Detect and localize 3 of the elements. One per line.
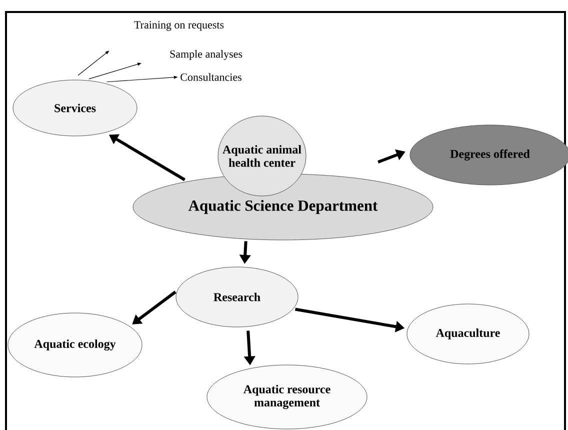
service-text: Training on requests bbox=[134, 21, 224, 31]
service-text: Sample analyses bbox=[170, 50, 242, 60]
service-text: Consultancies bbox=[180, 73, 242, 81]
